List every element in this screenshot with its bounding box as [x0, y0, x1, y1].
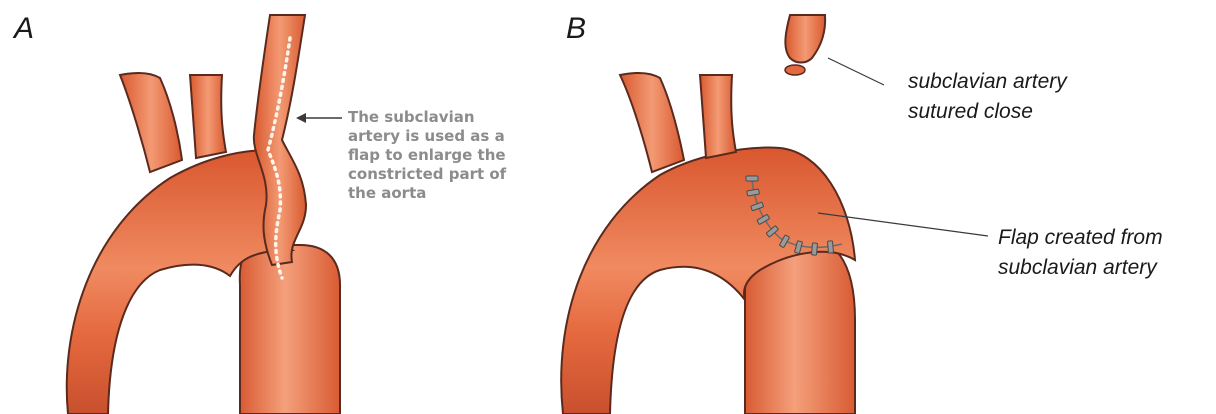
- brachiocephalic-branch-b: [620, 73, 684, 172]
- panel-a-letter: A: [12, 12, 34, 45]
- annotation-a: The subclavian artery is used as a flap …: [348, 108, 511, 202]
- brachiocephalic-branch-a: [120, 73, 182, 172]
- carotid-branch-a: [190, 75, 226, 158]
- suture-knot-b: [785, 65, 805, 75]
- subclavian-leader-line: [828, 58, 884, 85]
- panel-b-letter: B: [566, 12, 586, 45]
- subclavian-stump-b: [785, 15, 825, 63]
- panel-b: B subclavian artery su: [561, 12, 1168, 414]
- carotid-branch-b: [700, 75, 736, 158]
- arrow-head-a: [296, 113, 306, 123]
- panel-a: A The subclavian artery is used as a fla…: [12, 12, 511, 414]
- descending-aorta-a: [240, 245, 340, 414]
- subclavian-label: subclavian artery sutured close: [908, 70, 1073, 123]
- flap-label: Flap created from subclavian artery: [998, 226, 1168, 279]
- descending-aorta-b: [745, 245, 855, 414]
